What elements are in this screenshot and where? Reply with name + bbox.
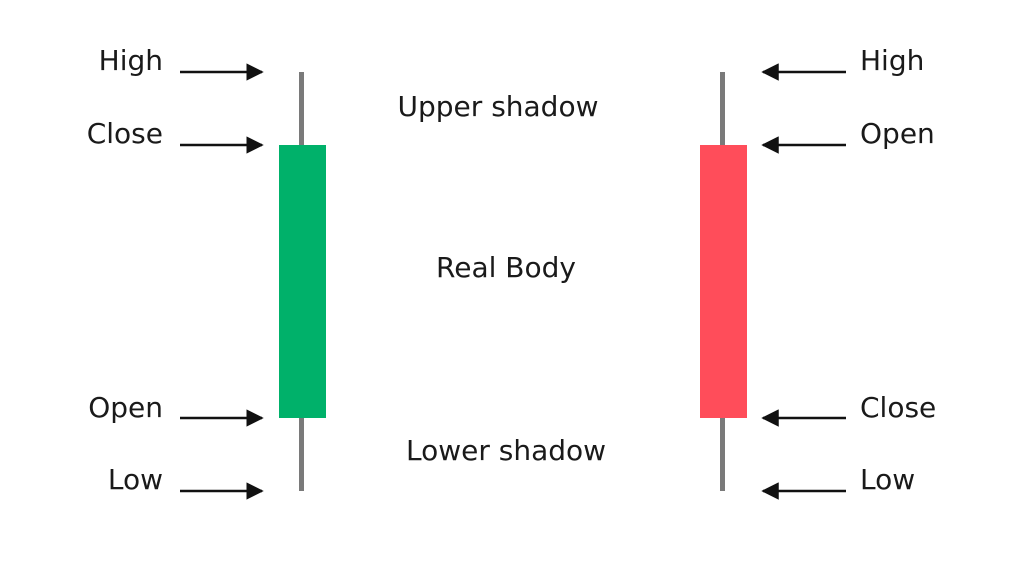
lower-shadow-label: Lower shadow: [405, 434, 607, 467]
bullish-low-label: Low: [107, 463, 163, 496]
bullish-candle: [279, 72, 326, 491]
bullish-open-label: Open: [88, 391, 163, 424]
bearish-real-body: [700, 145, 747, 418]
bearish-low-label: Low: [860, 463, 916, 496]
real-body-label: Real Body: [436, 251, 576, 284]
bullish-close-label: Close: [86, 117, 163, 150]
bearish-candle: [700, 72, 747, 491]
bearish-high-label: High: [860, 44, 925, 77]
bullish-high-label: High: [98, 44, 163, 77]
upper-shadow-label: Upper shadow: [397, 90, 599, 123]
bearish-open-label: Open: [860, 117, 935, 150]
bullish-real-body: [279, 145, 326, 418]
bearish-close-label: Close: [860, 391, 937, 424]
